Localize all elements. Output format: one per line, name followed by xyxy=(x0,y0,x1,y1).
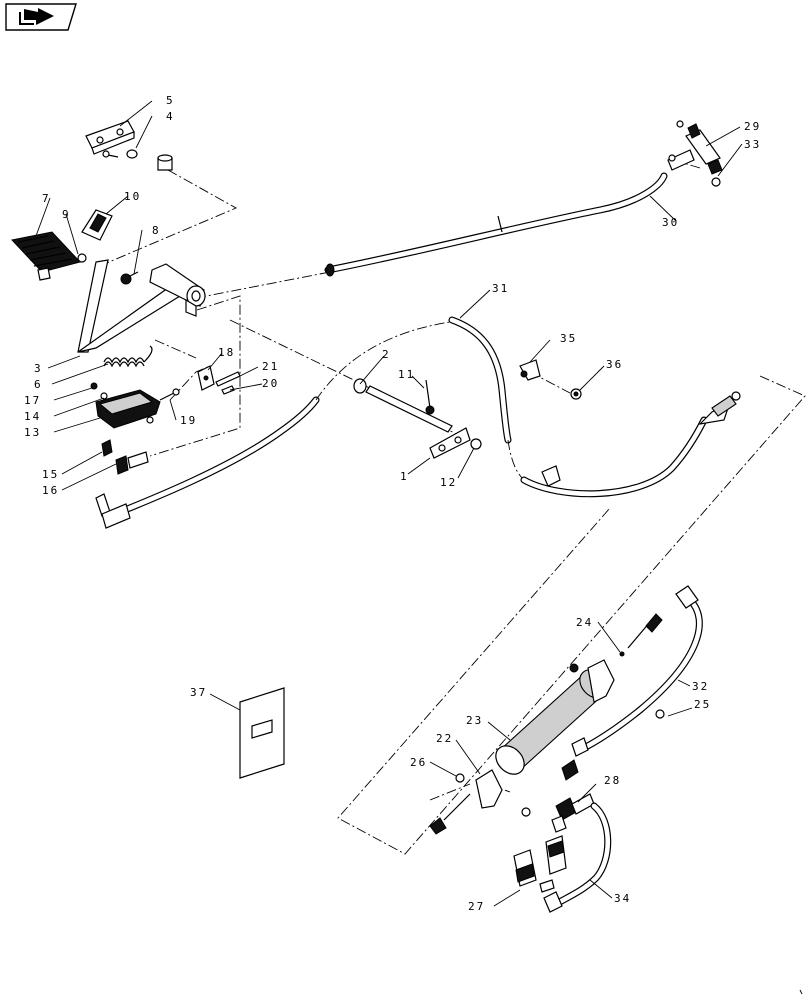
callout-26: 26 xyxy=(410,756,427,769)
part-19-pin xyxy=(159,388,180,401)
fitting-top xyxy=(676,120,684,128)
callout-22: 22 xyxy=(436,732,453,745)
callout-32: 32 xyxy=(692,680,709,693)
part-32-hose xyxy=(561,585,703,781)
part-7-pedal-pad xyxy=(11,231,81,281)
part-1-shaft xyxy=(365,385,471,459)
part-21-pin xyxy=(215,371,241,387)
part-33-nut xyxy=(711,177,721,187)
callout-9: 9 xyxy=(62,208,71,221)
leader-lines xyxy=(35,100,743,907)
part-16-elbow xyxy=(115,451,149,475)
part-11-bolt xyxy=(425,379,435,415)
callout-21: 21 xyxy=(262,360,279,373)
bolt-lower xyxy=(521,807,531,817)
callout-5: 5 xyxy=(166,94,175,107)
part-13-cylinder-body xyxy=(95,389,161,429)
part-37-sheet xyxy=(239,687,285,779)
callout-13: 13 xyxy=(24,426,41,439)
part-22-clamp xyxy=(475,769,503,809)
part-29-tee xyxy=(667,123,723,175)
part-18-clevis xyxy=(197,365,215,391)
part-30-tube xyxy=(324,172,668,277)
part-9-nut xyxy=(77,253,87,263)
callout-30: 30 xyxy=(662,216,679,229)
part-24-sensor xyxy=(619,613,663,657)
callout-12: 12 xyxy=(440,476,457,489)
callout-6: 6 xyxy=(34,378,43,391)
callout-2: 2 xyxy=(382,348,391,361)
sensor-lower xyxy=(429,793,471,835)
part-6-spring xyxy=(103,345,153,368)
part-12-nut xyxy=(470,438,482,450)
callout-20: 20 xyxy=(262,377,279,390)
arrow-right-icon xyxy=(19,8,54,25)
callout-19: 19 xyxy=(180,414,197,427)
callout-36: 36 xyxy=(606,358,623,371)
bushing xyxy=(157,154,173,171)
part-36-nut xyxy=(570,388,582,400)
bolt-small xyxy=(102,150,119,158)
callout-35: 35 xyxy=(560,332,577,345)
part-14-washer xyxy=(100,392,108,400)
callout-8: 8 xyxy=(152,224,161,237)
callout-25: 25 xyxy=(694,698,711,711)
callout-34: 34 xyxy=(614,892,631,905)
callout-11: 11 xyxy=(398,368,415,381)
callout-1: 1 xyxy=(400,470,409,483)
part-20-cotter xyxy=(221,385,235,395)
callout-14: 14 xyxy=(24,410,41,423)
callout-15: 15 xyxy=(42,468,59,481)
part-3-pedal-lever xyxy=(77,259,206,353)
callout-28: 28 xyxy=(604,774,621,787)
callout-10: 10 xyxy=(124,190,141,203)
next-page-button[interactable] xyxy=(5,3,77,31)
clip-lower xyxy=(541,465,561,487)
callout-27: 27 xyxy=(468,900,485,913)
corner-mark xyxy=(799,989,803,995)
callout-31: 31 xyxy=(492,282,509,295)
part-31-line xyxy=(448,316,741,498)
valve-upper xyxy=(545,835,567,875)
callout-16: 16 xyxy=(42,484,59,497)
callout-37: 37 xyxy=(190,686,207,699)
part-10-decal xyxy=(81,209,113,241)
callout-33: 33 xyxy=(744,138,761,151)
part-2-washer xyxy=(353,378,367,394)
callout-23: 23 xyxy=(466,714,483,727)
part-5-bracket xyxy=(85,120,135,155)
callout-18: 18 xyxy=(218,346,235,359)
clamp-upper xyxy=(569,659,665,719)
callout-4: 4 xyxy=(166,110,175,123)
callout-17: 17 xyxy=(24,394,41,407)
part-27-valve xyxy=(513,849,555,893)
part-34-hose xyxy=(543,802,612,913)
part-35-clip xyxy=(519,359,541,381)
assembly-lines xyxy=(94,161,806,855)
callout-7: 7 xyxy=(42,192,51,205)
part-26-nut xyxy=(455,773,465,783)
callout-3: 3 xyxy=(34,362,43,375)
part-28-fitting xyxy=(551,793,595,833)
part-8-bolt xyxy=(120,271,139,285)
line-path xyxy=(315,321,451,401)
part-15-fitting xyxy=(101,439,113,457)
brake-line-left xyxy=(95,396,320,529)
callout-labels: 5 4 7 10 9 8 3 6 17 14 13 15 16 18 21 20… xyxy=(24,94,761,913)
callout-24: 24 xyxy=(576,616,593,629)
callout-29: 29 xyxy=(744,120,761,133)
part-4-washer xyxy=(126,149,138,159)
part-17-screw xyxy=(90,382,98,390)
